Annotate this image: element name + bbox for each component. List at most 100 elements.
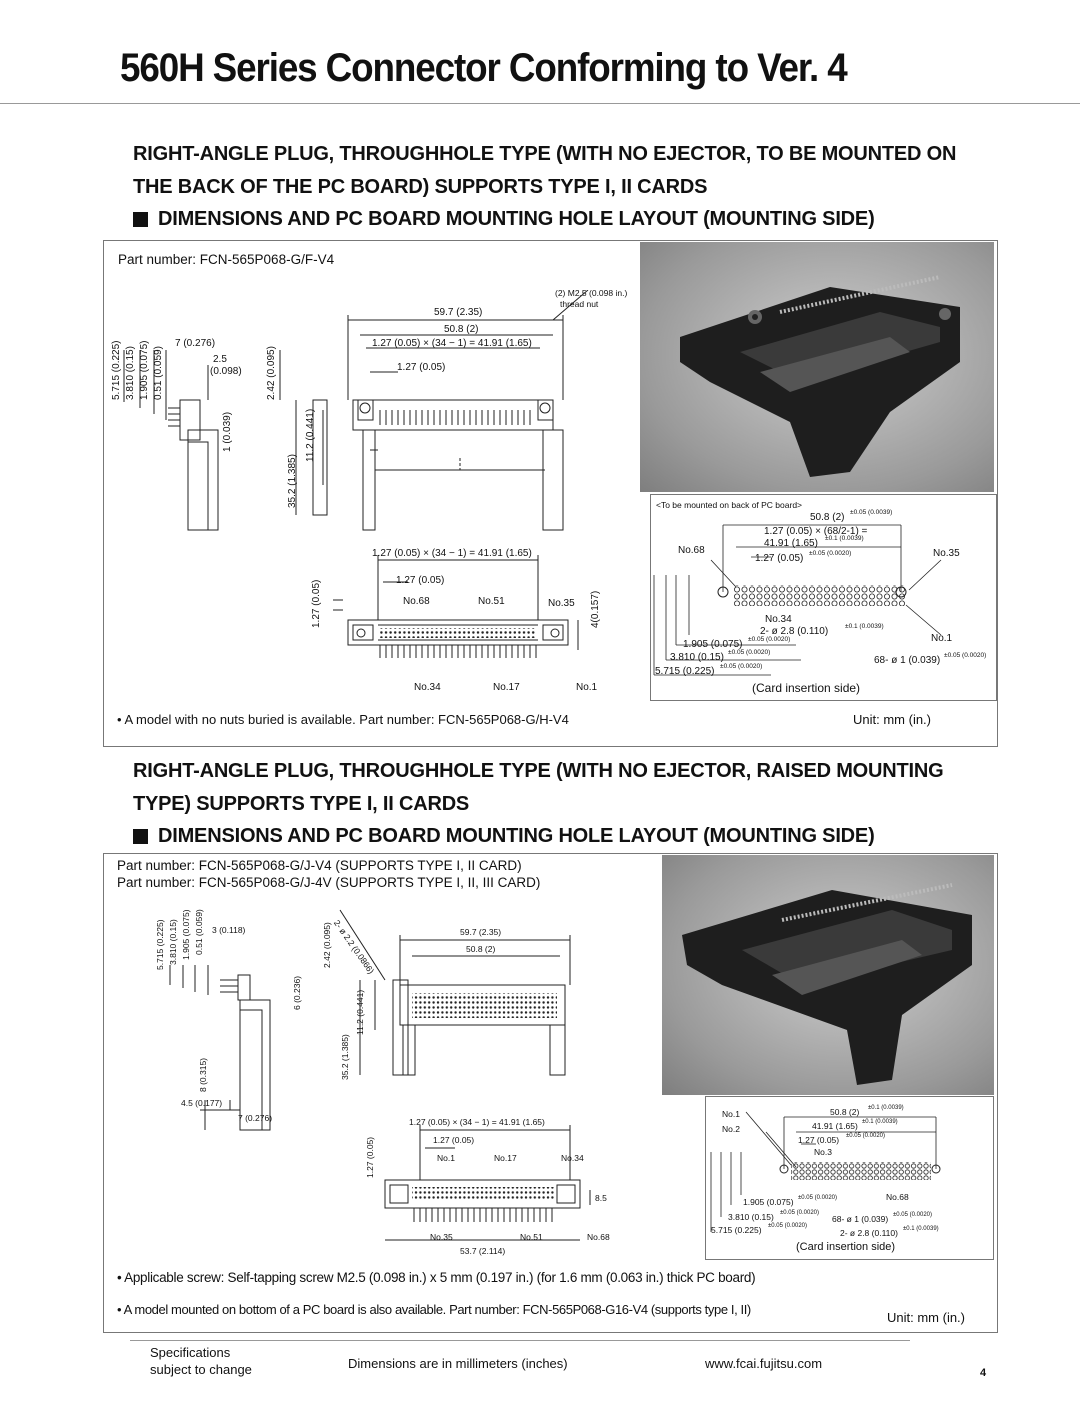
dim2-597: 59.7 (2.35)	[460, 927, 502, 937]
dim2-051: 0.51 (0.059)	[194, 909, 204, 955]
dim2-127v: 1.27 (0.05)	[365, 1136, 375, 1178]
layout-pitchtol: ±0.05 (0.0020)	[809, 550, 852, 557]
dim2-8: 8 (0.315)	[198, 1057, 208, 1092]
layout-5715: 5.715 (0.225)	[655, 666, 715, 677]
layout2-hole28tol: ±0.1 (0.0039)	[903, 1226, 939, 1232]
section2-side-drawing	[169, 909, 591, 1241]
dim-597: 59.7 (2.35)	[434, 307, 483, 318]
section2-heading-line1: RIGHT-ANGLE PLUG, THROUGHHOLE TYPE (WITH…	[133, 760, 944, 782]
dim-051: 0.51 (0.059)	[153, 346, 164, 400]
layout-1905: 1.905 (0.075)	[683, 639, 743, 650]
layout-no1: No.1	[931, 633, 953, 644]
dim2-85: 8.5	[595, 1193, 607, 1203]
footer-spec2: subject to change	[150, 1362, 252, 1377]
layout2-no3: No.3	[814, 1147, 832, 1157]
label2-no35: No.35	[430, 1232, 453, 1242]
layout2-1905tol: ±0.05 (0.0020)	[798, 1195, 837, 1201]
dim-112: 11.2 (0.441)	[305, 408, 316, 462]
section2-hole-layout	[705, 1096, 994, 1260]
dim-352: 35.2 (1.385)	[287, 454, 298, 508]
layout-4191: 41.91 (1.65)	[764, 538, 818, 549]
dim-7: 7 (0.276)	[175, 338, 216, 349]
section2-subheading: DIMENSIONS AND PC BOARD MOUNTING HOLE LA…	[158, 825, 875, 847]
layout2-5715tol: ±0.05 (0.0020)	[768, 1223, 807, 1229]
label-no34: No.34	[414, 682, 441, 693]
section1-note: • A model with no nuts buried is availab…	[117, 712, 569, 727]
layout-1905tol: ±0.05 (0.0020)	[748, 636, 791, 643]
layout2-no2: No.2	[722, 1124, 740, 1134]
label-no51: No.51	[478, 596, 505, 607]
label2-no34: No.34	[561, 1153, 584, 1163]
dim-508: 50.8 (2)	[444, 324, 479, 335]
layout2-no1: No.1	[722, 1109, 740, 1119]
dim-pitch: 1.27 (0.05)	[397, 362, 446, 373]
dim2-381: 3.810 (0.15)	[168, 919, 178, 965]
dim-381: 3.810 (0.15)	[125, 346, 136, 400]
layout-hole1: 68- ø 1 (0.039)	[874, 655, 941, 666]
dim2-7: 7 (0.276)	[238, 1113, 273, 1123]
layout2-508tol: ±0.1 (0.0039)	[868, 1105, 904, 1111]
dim-127v: 1.27 (0.05)	[311, 579, 322, 628]
dim2-pitch: 1.27 (0.05)	[433, 1135, 475, 1145]
connector-photo-2	[662, 855, 994, 1095]
dim2-5715: 5.715 (0.225)	[155, 919, 165, 970]
section2-heading-line2: TYPE) SUPPORTS TYPE I, II CARDS	[133, 793, 470, 815]
dim-pitch-total: 1.27 (0.05) × (34 − 1) = 41.91 (1.65)	[372, 338, 532, 349]
section2-unit: Unit: mm (in.)	[887, 1310, 965, 1325]
dim2-pitch-total: 1.27 (0.05) × (34 − 1) = 41.91 (1.65)	[409, 1117, 545, 1127]
section1-heading-line1: RIGHT-ANGLE PLUG, THROUGHHOLE TYPE (WITH…	[133, 143, 957, 165]
layout2-1905: 1.905 (0.075)	[743, 1197, 794, 1207]
layout-hole28tol: ±0.1 (0.0039)	[845, 623, 884, 630]
layout2-508: 50.8 (2)	[830, 1107, 860, 1117]
footer-rule	[130, 1340, 910, 1341]
layout2-4191: 41.91 (1.65)	[812, 1121, 858, 1131]
dim-nut: (2) M2.5 (0.098 in.)	[555, 288, 628, 298]
layout-no34: No.34	[765, 614, 792, 625]
label2-no68: No.68	[587, 1232, 610, 1242]
dim-1905: 1.905 (0.075)	[139, 340, 150, 401]
page-title: 560H Series Connector Conforming to Ver.…	[120, 46, 848, 90]
hole-layout-2-drawing	[710, 1111, 941, 1232]
connector-photo-2-shape	[682, 883, 972, 1085]
layout2-pitch: 1.27 (0.05)	[798, 1135, 840, 1145]
layout2-pitchtol: ±0.05 (0.0020)	[846, 1133, 885, 1139]
connector-photo	[640, 242, 994, 492]
layout-no68: No.68	[678, 545, 705, 556]
section1-heading-line2: THE BACK OF THE PC BOARD) SUPPORTS TYPE …	[133, 176, 708, 198]
section1-subheading: DIMENSIONS AND PC BOARD MOUNTING HOLE LA…	[158, 208, 875, 230]
dim-25in: (0.098)	[210, 366, 242, 377]
layout2-no68: No.68	[886, 1192, 909, 1202]
layout-381: 3.810 (0.15)	[670, 652, 724, 663]
layout2-hole1: 68- ø 1 (0.039)	[832, 1214, 889, 1224]
section1-hole-layout	[650, 494, 997, 701]
layout-508: 50.8 (2)	[810, 512, 845, 523]
dim2-1905: 1.905 (0.075)	[181, 909, 191, 960]
layout-insertion: (Card insertion side)	[752, 681, 861, 695]
layout2-381tol: ±0.05 (0.0020)	[780, 1210, 819, 1216]
dim2-537: 53.7 (2.114)	[460, 1246, 506, 1256]
layout-4191tol: ±0.1 (0.0039)	[825, 535, 864, 542]
dim-4: 4(0.157)	[590, 590, 601, 628]
bullet-square-icon	[133, 212, 148, 227]
section1-unit: Unit: mm (in.)	[853, 712, 931, 727]
label2-no1: No.1	[437, 1153, 455, 1163]
dim2-45: 4.5 (0.177)	[181, 1098, 223, 1108]
page-number: 4	[980, 1367, 987, 1379]
dim-242: 2.42 (0.095)	[266, 346, 277, 400]
layout2-5715: 5.715 (0.225)	[711, 1225, 762, 1235]
layout2-4191tol: ±0.1 (0.0039)	[862, 1119, 898, 1125]
section2-part-number1: Part number: FCN-565P068-G/J-V4 (SUPPORT…	[117, 858, 522, 873]
layout-381tol: ±0.05 (0.0020)	[728, 649, 771, 656]
layout2-381: 3.810 (0.15)	[728, 1212, 774, 1222]
dim-pitch-bottom: 1.27 (0.05)	[396, 575, 445, 586]
dim2-242: 2.42 (0.095)	[322, 922, 332, 968]
footer-url[interactable]: www.fcai.fujitsu.com	[705, 1356, 823, 1371]
layout2-hole1tol: ±0.05 (0.0020)	[893, 1212, 932, 1218]
dim-nut2: thread nut	[560, 299, 599, 309]
label-no68: No.68	[403, 596, 430, 607]
layout-note: <To be mounted on back of PC board>	[656, 500, 803, 510]
label2-no17: No.17	[494, 1153, 517, 1163]
dim2-6: 6 (0.236)	[292, 975, 302, 1010]
dim2-3: 3 (0.118)	[212, 925, 246, 935]
dim-pitch-total-bottom: 1.27 (0.05) × (34 − 1) = 41.91 (1.65)	[372, 548, 532, 559]
